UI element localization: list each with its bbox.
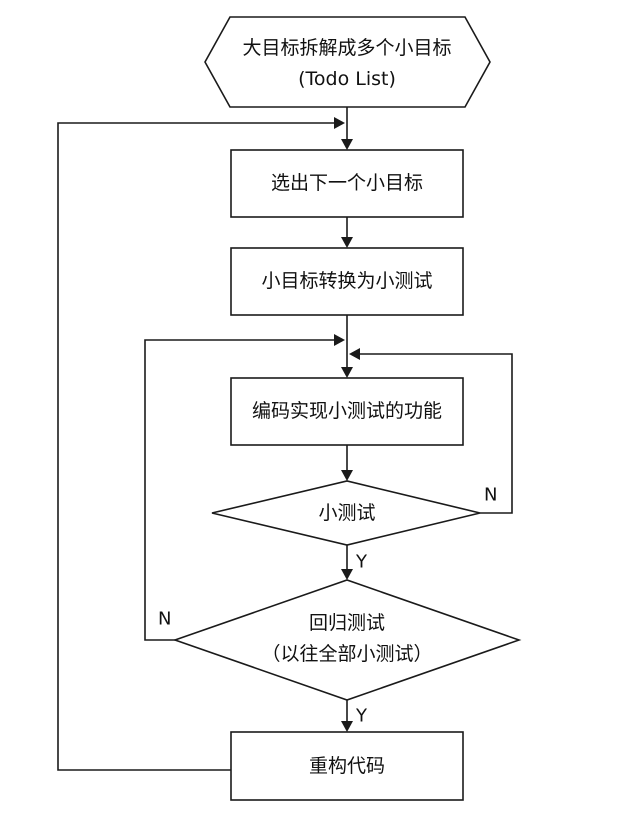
edge-start-to-pick-next <box>341 107 353 150</box>
refactor-node: 重构代码 <box>230 731 464 801</box>
edge-convert-to-implement <box>341 315 353 378</box>
regression-yes-label: Y <box>355 706 368 727</box>
regression-no-label: N <box>158 609 171 630</box>
regression-test-decision: 回归测试 （以往全部小测试） <box>172 579 522 701</box>
start-node-subtitle: (Todo List) <box>298 68 396 90</box>
edge-implement-to-small-test <box>341 445 353 481</box>
convert-to-test-label: 小目标转换为小测试 <box>261 270 432 292</box>
edge-small-test-fail-loop: N <box>349 348 513 514</box>
edge-pick-next-to-convert <box>341 217 353 248</box>
edge-regression-pass: Y <box>341 700 368 732</box>
start-node: 大目标拆解成多个小目标 (Todo List) <box>204 16 491 108</box>
small-test-decision: 小测试 <box>211 480 481 546</box>
start-node-title: 大目标拆解成多个小目标 <box>242 37 451 59</box>
small-test-label: 小测试 <box>318 502 375 524</box>
edge-refactor-loop <box>57 117 345 771</box>
pick-next-goal-label: 选出下一个小目标 <box>271 172 423 194</box>
refactor-label: 重构代码 <box>309 755 385 777</box>
edge-small-test-pass: Y <box>341 545 368 580</box>
regression-test-subtitle: （以往全部小测试） <box>261 643 432 665</box>
convert-to-test-node: 小目标转换为小测试 <box>230 247 464 316</box>
pick-next-goal-node: 选出下一个小目标 <box>230 149 464 218</box>
edge-regression-fail-loop: N <box>144 334 345 641</box>
regression-test-title: 回归测试 <box>309 612 385 634</box>
small-test-yes-label: Y <box>355 552 368 573</box>
implement-label: 编码实现小测试的功能 <box>252 400 442 422</box>
small-test-no-label: N <box>484 485 497 506</box>
implement-node: 编码实现小测试的功能 <box>230 377 464 446</box>
